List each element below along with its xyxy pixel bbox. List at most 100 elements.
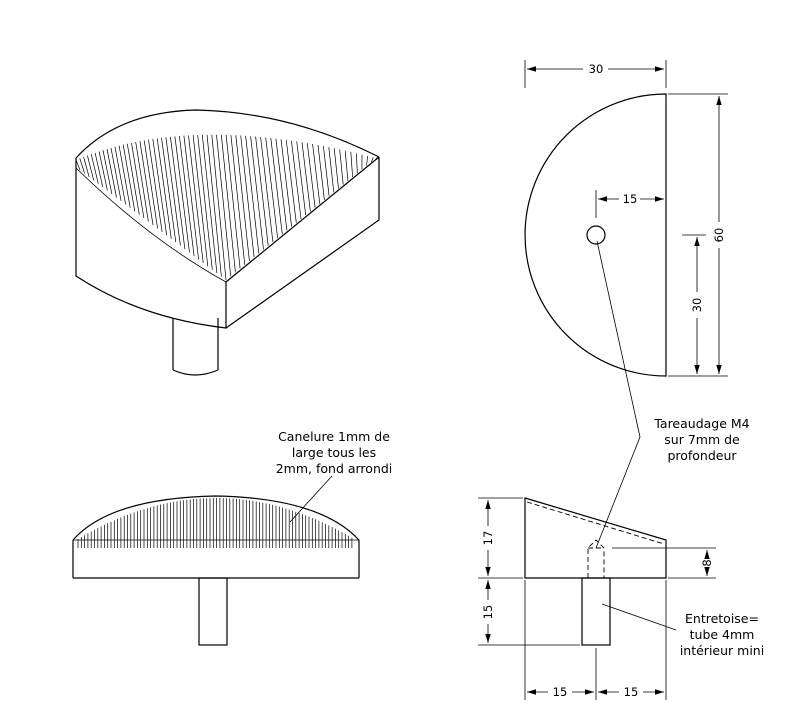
spacer-leader	[601, 603, 677, 631]
iso-groove-line	[118, 145, 131, 208]
dim-top-width: 30	[524, 60, 667, 88]
iso-groove-line	[161, 137, 177, 243]
iso-groove-line	[375, 157, 380, 160]
note-spacer: Entretoise= tube 4mm intérieur mini	[680, 611, 764, 658]
iso-groove-line	[188, 135, 204, 263]
note-groove-line-1: Canelure 1mm de	[278, 429, 390, 444]
iso-groove-line	[139, 141, 154, 226]
iso-groove-line	[296, 141, 307, 216]
iso-groove-line	[126, 143, 140, 215]
dim-body-height-text: 17	[481, 531, 495, 546]
iso-groove-line	[270, 137, 283, 235]
iso-groove-line	[110, 147, 122, 201]
note-thread-line-3: profondeur	[667, 448, 737, 463]
note-thread-line-1: Tareaudage M4	[653, 416, 749, 431]
iso-groove-line	[291, 140, 302, 220]
iso-groove-line	[211, 134, 227, 281]
iso-groove-line	[135, 141, 149, 222]
iso-groove-line	[235, 135, 250, 261]
thread-leader	[595, 240, 641, 549]
iso-groove-line	[255, 136, 269, 246]
note-groove-line-3: 2mm, fond arrondi	[276, 461, 393, 476]
iso-groove-line	[106, 148, 117, 198]
front-groove-hatching	[77, 498, 353, 548]
dim-tube-length: 15	[478, 580, 580, 646]
iso-groove-line	[179, 135, 195, 256]
iso-groove-line	[306, 143, 316, 208]
iso-groove-line	[174, 136, 190, 253]
iso-groove-line	[260, 136, 274, 242]
iso-groove-line	[312, 144, 321, 204]
dim-total-height: 60	[668, 93, 728, 377]
iso-groove-line	[350, 151, 353, 178]
iso-groove-line	[280, 139, 292, 227]
dim-total-height-text: 60	[712, 228, 726, 243]
iso-groove-line	[83, 156, 90, 177]
note-spacer-line-2: tube 4mm	[690, 627, 755, 642]
iso-groove-line	[250, 136, 264, 250]
iso-groove-line	[197, 134, 213, 270]
iso-groove-line	[339, 149, 344, 185]
iso-groove-line	[114, 146, 126, 205]
side-view: 17 15 8 15 15	[478, 497, 716, 700]
iso-groove-line	[152, 138, 168, 236]
iso-groove-line	[225, 134, 241, 269]
iso-groove-line	[275, 138, 288, 231]
note-spacer-line-1: Entretoise=	[685, 611, 759, 626]
iso-groove-line	[79, 158, 85, 174]
iso-groove-line	[216, 134, 232, 277]
iso-groove-line	[122, 144, 136, 212]
iso-groove-line	[285, 139, 297, 223]
iso-groove-line	[370, 157, 374, 162]
groove-leader	[289, 475, 333, 523]
iso-groove-line	[220, 134, 236, 273]
top-view: 30 15 60 30	[524, 60, 728, 377]
iso-groove-line	[131, 142, 145, 219]
iso-groove-line	[265, 137, 278, 239]
iso-groove-line	[245, 135, 260, 254]
iso-groove-line	[156, 138, 172, 239]
dim-hole-offset: 15	[595, 190, 664, 218]
dim-thread-depth: 8	[612, 547, 716, 579]
iso-groove-line	[344, 150, 349, 181]
iso-groove-line	[170, 136, 186, 250]
iso-groove-line	[230, 135, 246, 265]
note-groove: Canelure 1mm de large tous les 2mm, fond…	[276, 429, 393, 476]
iso-groove-line	[192, 135, 209, 267]
dim-body-height: 17	[478, 497, 523, 579]
dim-tube-length-text: 15	[481, 605, 495, 620]
iso-groove-line	[143, 140, 158, 229]
isometric-view	[75, 109, 380, 376]
iso-groove-line	[94, 152, 104, 188]
front-view	[72, 495, 360, 646]
dim-half-height-text: 30	[690, 298, 704, 313]
iso-groove-line	[75, 159, 81, 171]
iso-groove-line	[206, 134, 222, 277]
iso-groove-line	[98, 151, 108, 191]
iso-groove-line	[328, 147, 335, 193]
dim-thread-depth-text: 8	[700, 559, 714, 566]
iso-groove-line	[201, 134, 218, 274]
iso-groove-line	[366, 155, 368, 166]
iso-groove-line	[317, 145, 325, 200]
iso-groove-line	[102, 150, 113, 195]
iso-groove-line	[90, 154, 99, 184]
iso-groove-line	[183, 135, 199, 260]
dim-bottom-widths: 15 15	[524, 580, 667, 700]
dim-right-width-text: 15	[624, 685, 639, 699]
iso-groove-hatching	[75, 134, 380, 281]
iso-groove-line	[301, 142, 311, 212]
iso-groove-line	[323, 146, 330, 197]
dim-hole-offset-text: 15	[623, 192, 638, 206]
dim-top-width-text: 30	[589, 62, 604, 76]
note-groove-line-2: large tous les	[292, 445, 376, 460]
iso-groove-line	[356, 153, 358, 174]
iso-groove-line	[333, 148, 339, 189]
iso-groove-line	[87, 155, 95, 181]
note-thread-line-2: sur 7mm de	[664, 432, 740, 447]
leader-lines	[289, 240, 677, 631]
iso-groove-line	[165, 137, 181, 246]
iso-groove-line	[240, 135, 255, 258]
iso-body	[75, 109, 380, 329]
